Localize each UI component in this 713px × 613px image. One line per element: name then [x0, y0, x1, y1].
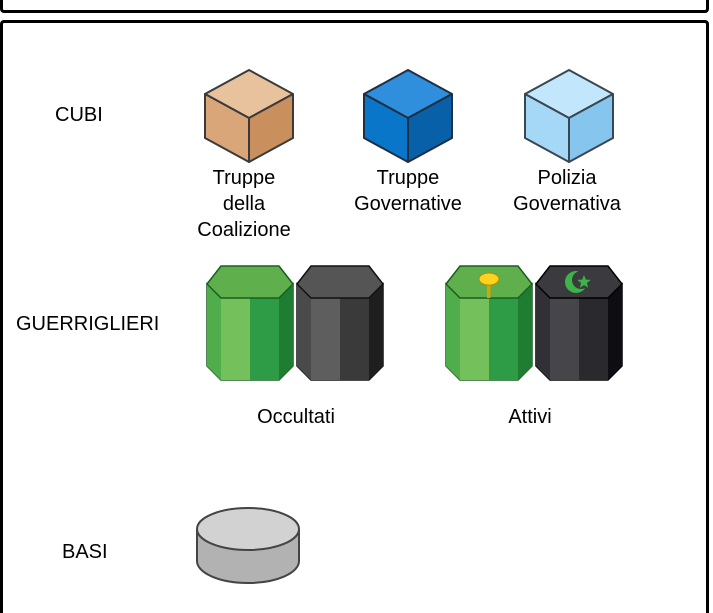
yellow-pin-icon: [478, 272, 500, 298]
green-guerrilla-active: [445, 265, 533, 381]
top-panel-frame: [0, 0, 709, 13]
government-police-cube: [524, 69, 614, 163]
government-police-caption: Polizia Governativa: [500, 165, 634, 217]
row-label-cubes: CUBI: [55, 104, 103, 126]
caption-line: Polizia: [537, 167, 597, 189]
government-troops-cube: [363, 69, 453, 163]
underground-caption: Occultati: [257, 406, 335, 428]
base-disc: [196, 507, 300, 584]
row-label-guerrillas: GUERRIGLIERI: [16, 313, 160, 335]
caption-line: Truppe: [212, 167, 276, 189]
legend-panel-frame: [0, 20, 709, 613]
green-guerrilla-underground: [206, 265, 294, 381]
row-label-bases: BASI: [62, 541, 108, 563]
crescent-star-icon: [565, 271, 591, 293]
caption-line: Truppe: [376, 167, 440, 189]
government-troops-caption: Truppe Governative: [340, 165, 476, 217]
coalition-troops-caption: Truppe della Coalizione: [193, 165, 295, 243]
caption-line: della: [222, 193, 266, 215]
caption-line: Governativa: [513, 193, 621, 215]
active-caption: Attivi: [508, 406, 552, 428]
coalition-troops-cube: [204, 69, 294, 163]
black-guerrilla-active: [535, 265, 623, 381]
caption-line: Coalizione: [197, 219, 291, 241]
black-guerrilla-underground: [296, 265, 384, 381]
caption-line: Governative: [354, 193, 462, 215]
